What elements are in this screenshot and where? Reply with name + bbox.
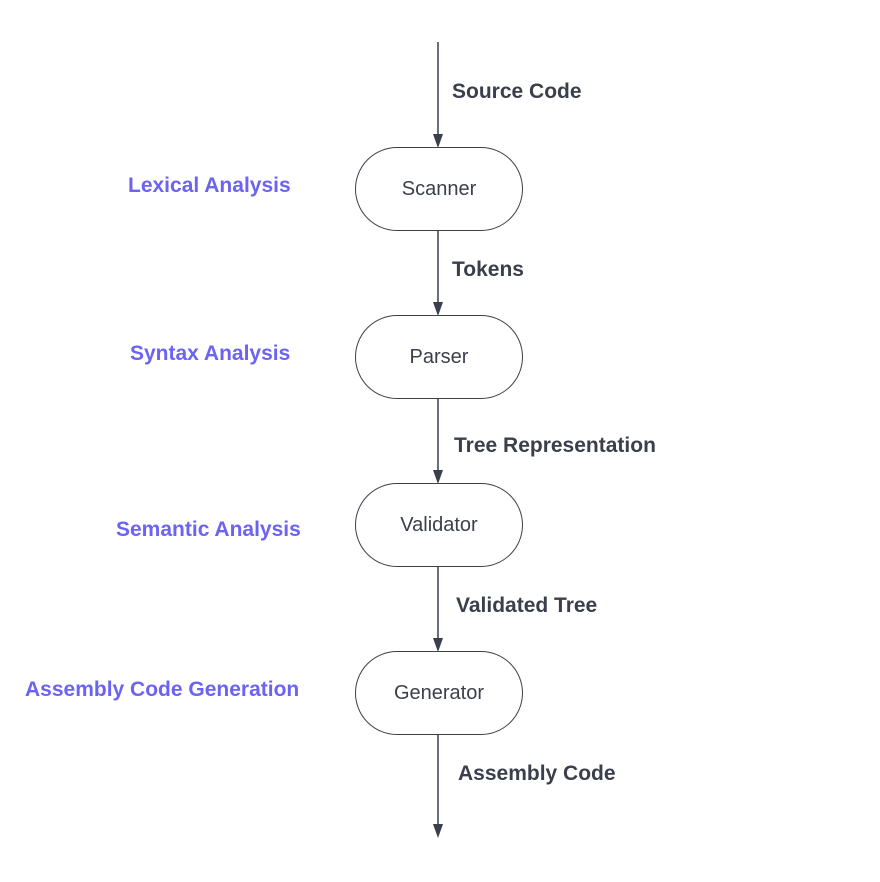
- node-validator-label: Validator: [400, 513, 478, 536]
- arrowhead-generator: [433, 638, 443, 652]
- arrowhead-parser: [433, 302, 443, 316]
- edge-label-assembly-code: Assembly Code: [458, 762, 616, 785]
- arrowhead-validator: [433, 470, 443, 484]
- stage-label-semantic-analysis: Semantic Analysis: [116, 518, 301, 541]
- stage-label-lexical-analysis: Lexical Analysis: [128, 174, 291, 197]
- node-parser: Parser: [355, 315, 523, 399]
- stage-label-syntax-analysis: Syntax Analysis: [130, 342, 291, 365]
- stage-label-assembly-code-generation: Assembly Code Generation: [25, 678, 300, 701]
- node-scanner-label: Scanner: [401, 177, 477, 200]
- arrowhead-output: [433, 824, 443, 838]
- edge-label-source-code: Source Code: [452, 80, 582, 103]
- node-scanner: Scanner: [355, 147, 523, 231]
- edge-label-tree-representation: Tree Representation: [454, 434, 656, 457]
- node-validator: Validator: [355, 483, 523, 567]
- edge-label-validated-tree: Validated Tree: [456, 594, 598, 617]
- edge-label-tokens: Tokens: [452, 258, 524, 281]
- arrowhead-scanner: [433, 134, 443, 148]
- node-parser-label: Parser: [409, 345, 469, 368]
- node-generator: Generator: [355, 651, 523, 735]
- node-generator-label: Generator: [393, 681, 485, 704]
